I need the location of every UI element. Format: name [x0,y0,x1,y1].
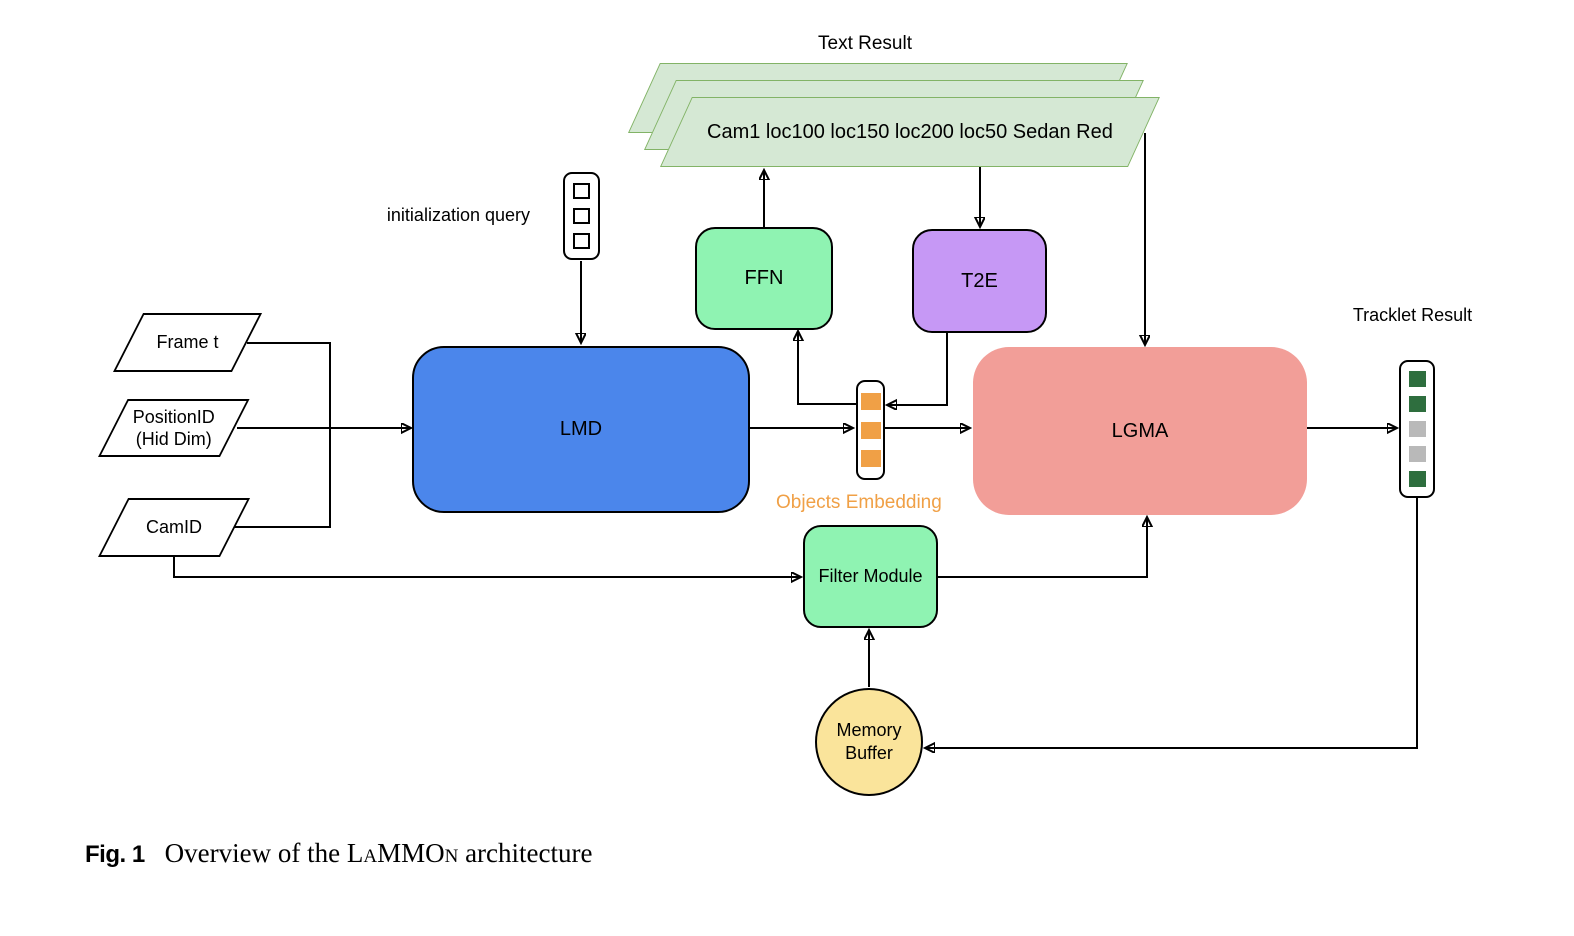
token-cell-white [573,183,590,199]
token-cell-white [573,233,590,249]
lmd-module: LMD [412,346,750,513]
arrow-filter-module-to-lgma [938,518,1147,578]
text-result-card-text: Cam1 loc100 loc150 loc200 loc50 Sedan Re… [707,120,1113,143]
cam-id-label: CamID [146,517,203,538]
objects-embedding-label: Objects Embedding [776,492,942,513]
arrow-t2e-to-objects-embedding [888,333,948,405]
figure-caption-text-post: architecture [458,838,593,868]
tracklet-result-token [1399,360,1435,498]
memory-buffer-label-line1: Memory [836,719,902,740]
filter-module: Filter Module [803,525,938,628]
arrow-camid-to-filter-module [173,557,800,577]
arrow-objects-embedding-to-ffn [798,332,856,405]
text-result-label: Text Result [818,33,912,54]
initialization-query-token [563,172,600,260]
figure-caption: Fig. 1 Overview of the LaMMOn architectur… [85,838,592,869]
position-id-input: PositionID (Hid Dim) [98,399,250,457]
token-cell-green [1408,471,1426,487]
token-cell-gray [1408,446,1426,462]
figure-caption-number: Fig. 1 [85,841,145,868]
figure-caption-text-pre: Overview of the [164,838,347,868]
token-cell-white [573,208,590,224]
frame-t-input: Frame t [113,313,263,372]
token-cell-green [1408,396,1426,412]
tracklet-result-label: Tracklet Result [1352,305,1473,325]
frame-t-label: Frame t [156,332,219,353]
position-id-label-line1: PositionID [132,406,215,427]
memory-buffer-label-line2: Buffer [845,743,893,763]
memory-buffer: Memory Buffer [815,688,923,796]
token-cell-orange [860,393,881,411]
text-result-card-front: Cam1 loc100 loc150 loc200 loc50 Sedan Re… [660,97,1160,167]
t2e-module: T2E [912,229,1047,333]
lgma-module: LGMA [973,347,1307,515]
objects-embedding-token [856,380,885,480]
lgma-label: LGMA [1111,419,1169,442]
lmd-label: LMD [559,418,603,440]
figure-caption-brand: LaMMOn [346,838,459,868]
token-cell-gray [1408,421,1426,437]
ffn-label: FFN [744,267,784,289]
filter-module-label: Filter Module [818,566,923,586]
position-id-label-line2: (Hid Dim) [135,429,212,449]
token-cell-orange [860,449,881,467]
initialization-query-label: initialization query [386,205,530,225]
arrow-tracklet-to-memory-buffer [926,498,1418,748]
t2e-label: T2E [961,269,998,292]
cam-id-input: CamID [98,498,251,557]
ffn-module: FFN [695,227,833,330]
token-cell-orange [860,421,881,439]
token-cell-green [1408,371,1426,387]
